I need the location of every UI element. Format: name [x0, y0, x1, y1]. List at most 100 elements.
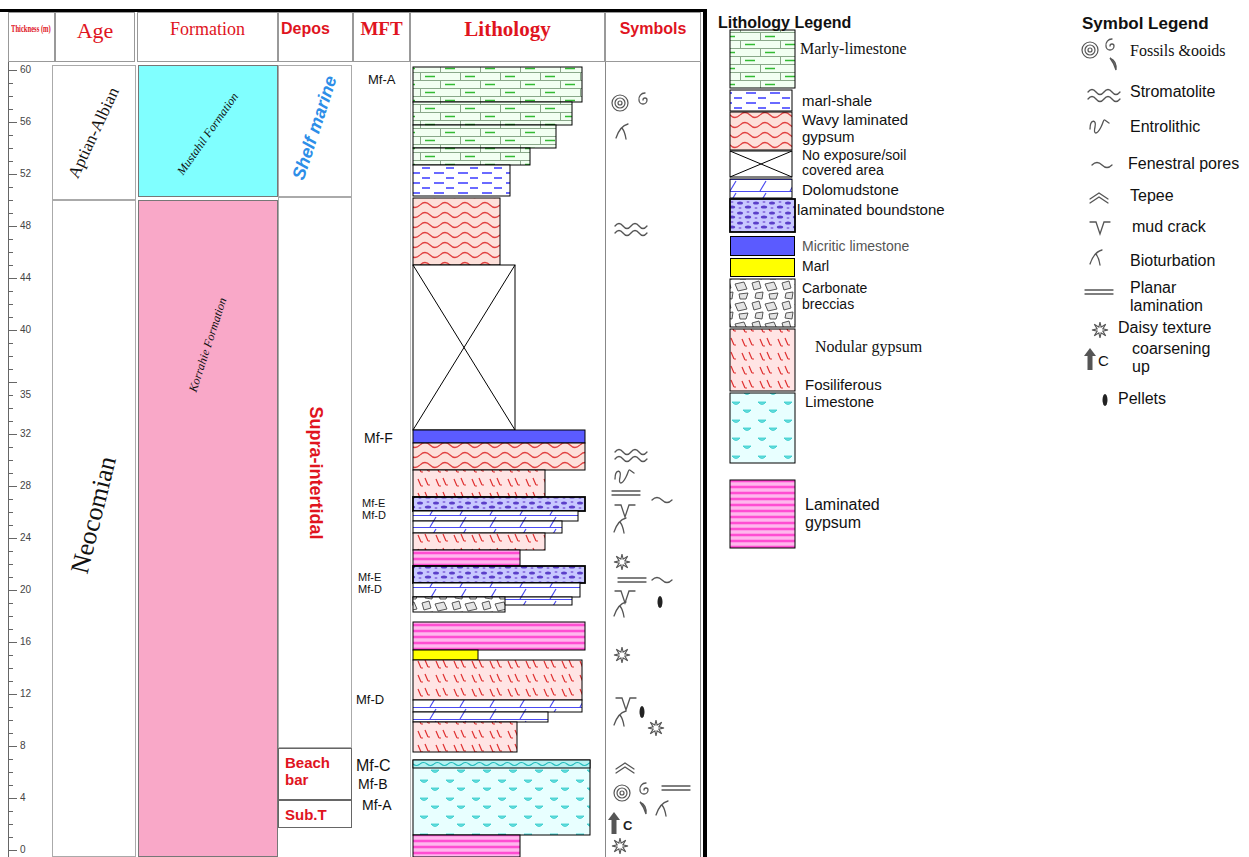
axis-tick — [8, 538, 17, 539]
axis-tick — [8, 148, 13, 149]
axis-tick — [8, 369, 13, 370]
lithology-bed — [413, 700, 582, 712]
ooid-symbol — [1088, 48, 1092, 52]
thickness-value: 60 — [20, 64, 31, 75]
fenestral-symbol — [652, 578, 672, 583]
axis-tick — [8, 265, 13, 266]
axis-tick — [8, 70, 17, 71]
lithology-bed — [413, 165, 510, 196]
legend-text: Tepee — [1130, 187, 1174, 205]
legend-text: Fossils &ooids — [1130, 42, 1226, 60]
bioturbation-symbol — [1090, 250, 1102, 265]
lithology-bed — [413, 148, 530, 165]
bioturbation-symbol — [614, 518, 626, 533]
axis-tick — [8, 434, 17, 435]
lithology-beds — [413, 67, 590, 857]
axis-tick — [8, 681, 13, 682]
axis-tick — [8, 512, 13, 513]
axis-tick — [8, 603, 13, 604]
mft-code: Mf-B — [358, 776, 388, 792]
planar-lamination-symbol — [612, 491, 640, 495]
legend-text: marl-shale — [802, 92, 872, 109]
right-frame-line — [703, 9, 707, 857]
daisy-symbol — [648, 720, 664, 736]
mft-code: Mf-F — [364, 430, 393, 446]
legend-text: Planar lamination — [1130, 279, 1230, 315]
legend-text: No exposure/soil covered area — [802, 148, 942, 177]
header-text: Formation — [140, 19, 275, 40]
axis-tick — [8, 200, 13, 201]
stromatolite-symbol — [615, 450, 647, 462]
axis-tick — [8, 343, 13, 344]
axis-tick — [8, 850, 17, 851]
thickness-value: 24 — [20, 532, 31, 543]
cell-text: Korrahie Formation — [186, 296, 231, 394]
axis-tick — [8, 499, 13, 500]
axis-tick — [8, 96, 13, 97]
axis-tick — [8, 655, 13, 656]
lithology-bed — [413, 622, 585, 650]
axis-tick — [8, 408, 13, 409]
mft-code: Mf-D — [356, 692, 384, 707]
coarsening-mark: C — [623, 818, 632, 833]
axis-tick — [8, 382, 17, 383]
bioturbation-symbol — [614, 602, 626, 617]
header-cell: Formation — [137, 12, 278, 62]
axis-tick — [8, 356, 13, 357]
lithology-bed — [413, 650, 478, 660]
axis-tick — [8, 746, 17, 747]
legend-text: Bioturbation — [1130, 252, 1215, 270]
bioturbation-symbol — [656, 801, 668, 816]
legend-pattern-swatch — [730, 279, 795, 327]
mft-code: Mf-D — [358, 583, 382, 595]
axis-tick — [8, 421, 13, 422]
axis-tick — [8, 460, 13, 461]
legend-text: mud crack — [1132, 218, 1206, 236]
mft-column-line — [410, 62, 411, 857]
axis-tick — [8, 616, 13, 617]
sedimentary-symbols — [608, 39, 1120, 854]
thickness-value: 32 — [20, 428, 31, 439]
cell-text: Aptian-Albian — [64, 84, 124, 181]
axis-tick — [8, 174, 17, 175]
thickness-value: 35 — [20, 389, 31, 400]
legend-text: Fosiliferous Limestone — [805, 376, 920, 410]
ooid-symbol — [1085, 45, 1095, 55]
header-cell: MFT — [353, 12, 410, 62]
axis-tick — [8, 694, 17, 695]
stromatolite-symbol — [1088, 90, 1120, 102]
fossil-symbol — [640, 802, 646, 814]
bioturbation-symbol — [616, 124, 628, 139]
ooid-symbol — [1082, 42, 1098, 58]
column-cell: Aptian-Albian — [52, 65, 136, 200]
axis-tick — [8, 564, 13, 565]
header-text: Symbols — [608, 20, 698, 38]
coarsening-mark: C — [1098, 352, 1109, 369]
legend-text: Pellets — [1118, 390, 1166, 408]
axis-tick — [8, 642, 17, 643]
lithology-bed — [413, 198, 500, 265]
legend-text: Carbonate breccias — [802, 280, 912, 312]
ooid-symbol — [620, 791, 624, 795]
header-text: Depos — [281, 20, 350, 38]
planar-lamination-symbol — [662, 786, 690, 790]
fossil-symbol — [1110, 58, 1116, 70]
column-cell: Sub.T — [278, 800, 352, 828]
legend-pattern-swatch — [730, 329, 795, 391]
bioturbation-symbol — [614, 711, 626, 726]
legend-text: Nodular gypsum — [815, 338, 922, 356]
cell-text: Sub.T — [285, 806, 345, 823]
stromatolite-symbol — [615, 224, 647, 236]
legend-pattern-swatch — [730, 393, 795, 463]
ooid-symbol — [614, 785, 630, 801]
column-cell: Neocomian — [52, 200, 136, 857]
axis-tick — [8, 785, 13, 786]
lithology-bed — [413, 265, 515, 430]
axis-tick — [8, 317, 13, 318]
mud-crack-symbol — [615, 505, 635, 517]
lithology-bed — [413, 760, 590, 835]
mud-crack-symbol — [1090, 222, 1110, 234]
axis-tick — [8, 187, 13, 188]
legend-text: Marly-limestone — [800, 40, 907, 58]
legend-text: Daisy texture — [1118, 319, 1211, 337]
